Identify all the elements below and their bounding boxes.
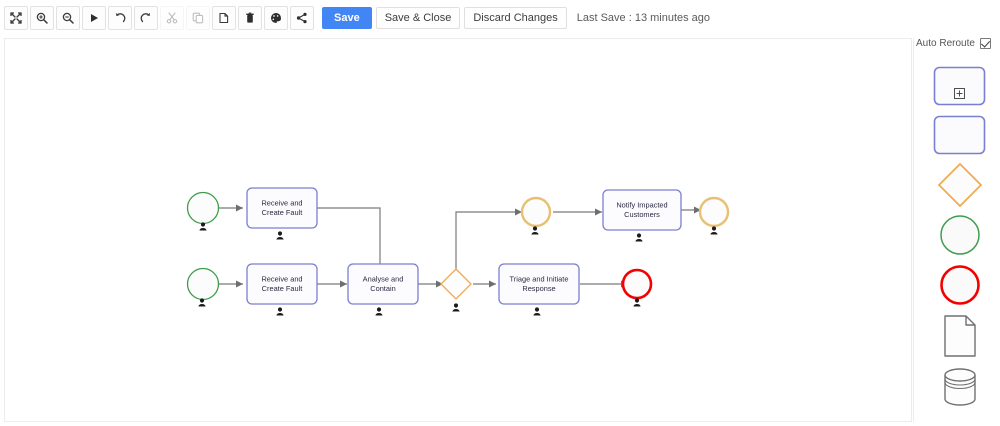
- palette-document-shape[interactable]: [933, 315, 986, 357]
- node-start-bottom[interactable]: [186, 267, 220, 301]
- node-intermediate-event[interactable]: [520, 196, 552, 228]
- shape-palette: Auto Reroute: [913, 38, 1000, 422]
- connector-group: [219, 204, 701, 288]
- discard-changes-button[interactable]: Discard Changes: [464, 7, 567, 29]
- user-badge-icon: [531, 226, 539, 235]
- user-badge-icon: [452, 303, 460, 312]
- node-notify-impacted-customers[interactable]: Notify Impacted Customers: [602, 189, 682, 231]
- palette-icon[interactable]: [264, 6, 288, 30]
- user-badge-icon: [276, 231, 284, 240]
- node-label-line1: Notify Impacted: [616, 201, 667, 210]
- undo-icon[interactable]: [108, 6, 132, 30]
- node-label-line2: Response: [522, 284, 555, 293]
- user-badge-icon: [276, 307, 284, 316]
- node-start-top[interactable]: [186, 191, 220, 225]
- save-and-close-button[interactable]: Save & Close: [375, 7, 461, 29]
- copy-icon[interactable]: [186, 6, 210, 30]
- palette-subprocess-shape[interactable]: [933, 65, 986, 107]
- node-analyse-and-contain[interactable]: Analyse and Contain: [347, 263, 419, 305]
- auto-reroute-checkbox[interactable]: [979, 38, 991, 49]
- palette-end-event-shape[interactable]: [933, 264, 986, 306]
- zoom-out-icon[interactable]: [56, 6, 80, 30]
- user-badge-icon: [199, 222, 207, 231]
- share-icon[interactable]: [290, 6, 314, 30]
- user-badge-icon: [375, 307, 383, 316]
- node-end-event[interactable]: [621, 268, 653, 300]
- auto-reroute-label: Auto Reroute: [916, 38, 975, 49]
- node-label-line1: Analyse and: [363, 275, 404, 284]
- user-badge-icon: [635, 233, 643, 242]
- node-triage-and-initiate-response[interactable]: Triage and Initiate Response: [498, 263, 580, 305]
- last-save-status: Last Save : 13 minutes ago: [576, 12, 711, 24]
- user-badge-icon: [198, 298, 206, 307]
- toolbar: Save Save & Close Discard Changes Last S…: [0, 0, 1000, 36]
- node-intermediate-event-end[interactable]: [698, 196, 730, 228]
- node-label-line2: Create Fault: [262, 284, 303, 293]
- user-badge-icon: [533, 307, 541, 316]
- user-badge-icon: [710, 226, 718, 235]
- play-icon[interactable]: [82, 6, 106, 30]
- node-label-line1: Receive and: [261, 199, 302, 208]
- zoom-in-icon[interactable]: [30, 6, 54, 30]
- save-button[interactable]: Save: [322, 7, 372, 29]
- node-label-line1: Receive and: [261, 275, 302, 284]
- palette-start-event-shape[interactable]: [933, 214, 986, 256]
- palette-task-shape[interactable]: [933, 114, 986, 156]
- connector-receive-top-to-analyse: [316, 207, 384, 279]
- paste-icon[interactable]: [212, 6, 236, 30]
- node-receive-create-fault-bottom[interactable]: Receive and Create Fault: [246, 263, 318, 305]
- palette-gateway-shape[interactable]: [933, 162, 986, 208]
- node-label-line1: Triage and Initiate: [510, 275, 569, 284]
- node-gateway[interactable]: [440, 268, 472, 300]
- node-label-line2: Create Fault: [262, 208, 303, 217]
- redo-icon[interactable]: [134, 6, 158, 30]
- node-label-line2: Customers: [624, 210, 660, 219]
- node-label-line2: Contain: [370, 284, 395, 293]
- node-receive-create-fault-top[interactable]: Receive and Create Fault: [246, 187, 318, 229]
- user-badge-icon: [633, 298, 641, 307]
- delete-icon[interactable]: [238, 6, 262, 30]
- fullscreen-icon[interactable]: [4, 6, 28, 30]
- cut-icon[interactable]: [160, 6, 184, 30]
- auto-reroute-row: Auto Reroute: [914, 38, 1000, 49]
- process-diagram: Receive and Create Fault Receive and Cre…: [186, 187, 730, 316]
- connector-gateway-to-intermediate: [455, 208, 522, 269]
- palette-datastore-shape[interactable]: [933, 366, 986, 408]
- diagram-canvas[interactable]: Receive and Create Fault Receive and Cre…: [4, 38, 912, 422]
